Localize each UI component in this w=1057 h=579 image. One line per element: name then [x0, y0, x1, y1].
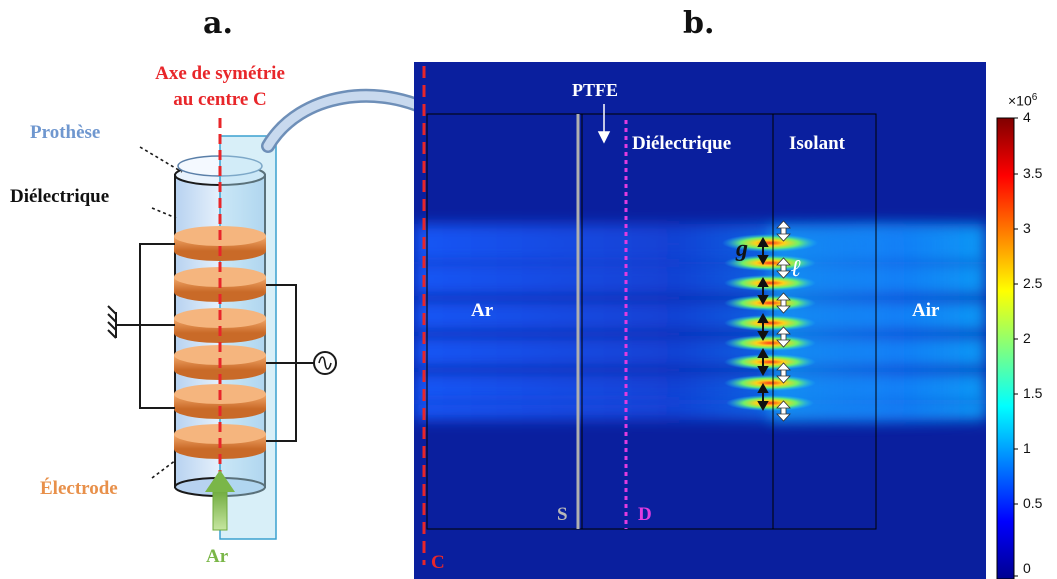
symmetry-axis-label-line2: au centre C	[173, 89, 267, 110]
colorbar-tick: 0.5	[1023, 495, 1043, 511]
ptfe-arrow	[597, 104, 611, 144]
colorbar-ticks	[1014, 117, 1018, 577]
colorbar-tick: 1.5	[1023, 385, 1043, 401]
electrode-arrows	[776, 220, 791, 422]
ptfe-label: PTFE	[572, 80, 619, 100]
gap-symbol: g	[736, 236, 748, 262]
air-region-label: Air	[912, 300, 940, 321]
colorbar-tick: 1	[1023, 440, 1031, 456]
c-label: C	[431, 552, 445, 573]
colorbar-tick: 2	[1023, 330, 1031, 346]
ground-wiring	[107, 243, 175, 409]
colorbar-tick: 3.5	[1023, 165, 1043, 181]
leader-lines	[139, 146, 183, 479]
colorbar-multiplier-exponent: 6	[1031, 92, 1038, 103]
electrode-label: Électrode	[40, 478, 118, 499]
colorbar-multiplier: ×106	[1008, 92, 1037, 109]
colorbar-tick: 4	[1023, 109, 1031, 125]
source-wiring	[266, 284, 314, 442]
domain-outlines	[426, 113, 877, 530]
panel-label-b: b.	[683, 6, 715, 41]
prothese-label: Prothèse	[30, 122, 101, 143]
symmetry-axis-label: Axe de symétrie au centre C	[120, 61, 320, 113]
ar-inlet-arrow	[205, 470, 235, 531]
colorbar-tick: 2.5	[1023, 275, 1043, 291]
field-bands	[414, 224, 986, 422]
electrode-length-symbol: ℓ	[791, 256, 802, 282]
symmetry-axis-label-line1: Axe de symétrie	[155, 63, 285, 84]
colorbar-tick: 3	[1023, 220, 1031, 236]
colorbar-tick: 0	[1023, 560, 1031, 576]
panel-label-a: a.	[203, 6, 233, 41]
hotspots	[722, 234, 818, 411]
isolant-label: Isolant	[789, 133, 845, 154]
ar-region-label: Ar	[471, 300, 494, 321]
ac-source-icon	[313, 351, 337, 375]
colorbar-multiplier-base: ×10	[1008, 92, 1032, 109]
gap-arrows	[757, 236, 769, 412]
s-label: S	[557, 504, 568, 525]
d-label: D	[638, 504, 652, 525]
dielectrique-label: Diélectrique	[10, 186, 110, 207]
ar-inlet-label: Ar	[206, 546, 229, 567]
dielectrique-region-label: Diélectrique	[632, 133, 732, 154]
colorbar	[996, 117, 1015, 579]
